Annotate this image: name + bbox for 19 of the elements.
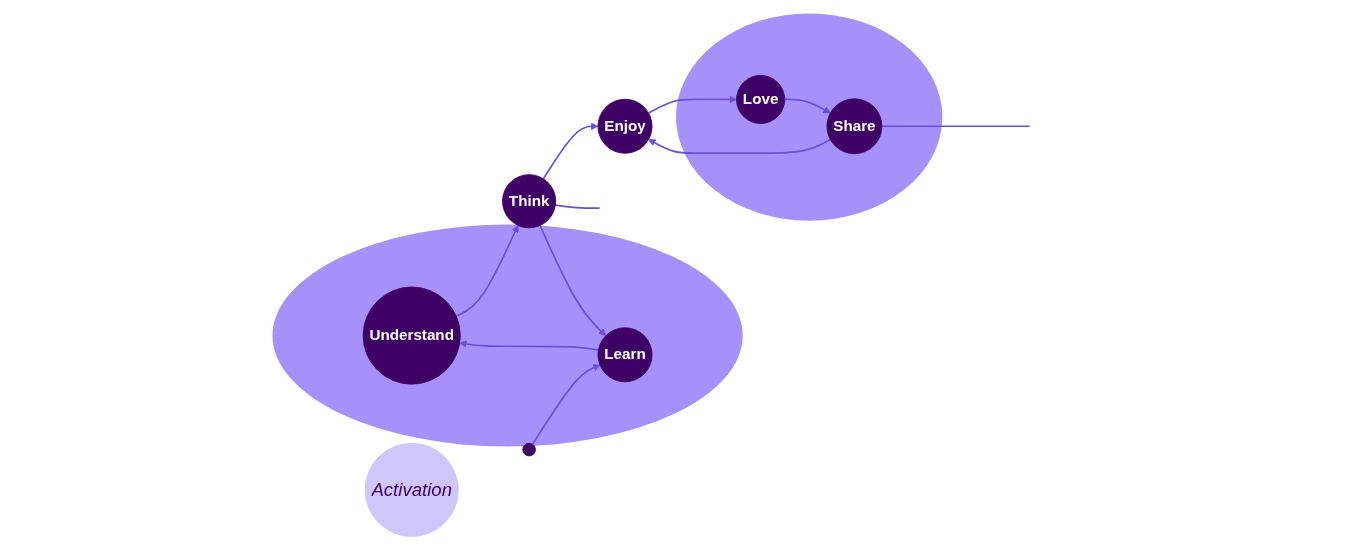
node-circle: Learn bbox=[597, 327, 653, 383]
arrow bbox=[647, 95, 737, 114]
connector bbox=[880, 125, 1031, 128]
arrow bbox=[783, 98, 831, 114]
connector bbox=[554, 204, 601, 210]
node-circle: Enjoy bbox=[597, 98, 653, 154]
node-circle: Think bbox=[501, 174, 556, 229]
arrow bbox=[454, 225, 519, 317]
node-circle: Share bbox=[826, 98, 882, 155]
arrow bbox=[538, 224, 606, 337]
node-circle bbox=[521, 442, 536, 457]
cluster bbox=[675, 13, 942, 221]
arrow bbox=[542, 122, 598, 180]
node-circle: Understand bbox=[362, 286, 461, 385]
arrow bbox=[458, 340, 599, 351]
arrow bbox=[647, 138, 831, 154]
node-circle: Love bbox=[735, 74, 785, 124]
arrow bbox=[531, 364, 600, 446]
node-circle: Activation bbox=[364, 442, 459, 537]
